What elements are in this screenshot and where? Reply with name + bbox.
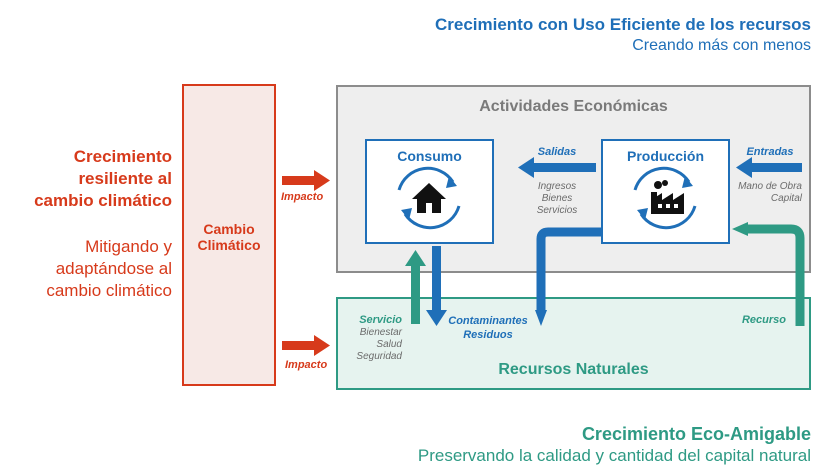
resilient-title-line: resiliente al: [78, 169, 172, 188]
service-label: Servicio: [359, 314, 402, 326]
resilient-title-line: Crecimiento: [73, 147, 172, 166]
pollutants-line: Contaminantes: [448, 315, 528, 327]
inputs-item: Capital: [770, 193, 802, 204]
pollutants-line: Residuos: [463, 329, 513, 341]
natural-resources-title: Recursos Naturales: [498, 361, 649, 378]
service-item: Bienestar: [359, 327, 402, 338]
factory-icon: [651, 180, 684, 214]
outputs-label: Salidas: [537, 146, 577, 158]
impact-arrow-bottom: [282, 335, 330, 356]
outputs-arrow: [518, 157, 596, 178]
production-waste-arrow: [535, 227, 601, 326]
pollutants-label: Contaminantes Residuos: [438, 314, 538, 342]
outputs-items: Ingresos Bienes Servicios: [525, 181, 589, 217]
inputs-label: Entradas: [746, 146, 794, 158]
resilient-title-line: cambio climático: [34, 191, 172, 210]
outputs-item: Bienes: [541, 193, 573, 204]
production-title: Producción: [626, 148, 704, 164]
impact-label-top: Impacto: [281, 191, 324, 203]
consumption-title: Consumo: [397, 148, 462, 164]
efficient-growth-subtitle: Creando más con menos: [632, 37, 811, 54]
impact-label-bottom: Impacto: [285, 359, 328, 371]
resilient-subtitle-line: Mitigando y: [85, 237, 172, 256]
inputs-arrow: [736, 157, 802, 178]
resource-arrow: [732, 222, 805, 326]
inputs-item: Mano de Obra: [738, 181, 802, 192]
efficient-growth-title: Crecimiento con Uso Eficiente de los rec…: [434, 15, 811, 34]
house-icon: [412, 183, 446, 213]
resource-label: Recurso: [741, 314, 786, 326]
outputs-item: Servicios: [536, 205, 578, 216]
resilient-growth-title: Crecimiento resiliente al cambio climáti…: [0, 146, 172, 212]
eco-friendly-growth-title: Crecimiento Eco-Amigable: [581, 424, 811, 444]
eco-friendly-growth-subtitle: Preservando la calidad y cantidad del ca…: [417, 446, 811, 465]
service-item: Seguridad: [356, 351, 402, 362]
climate-label-line: Climático: [197, 237, 261, 253]
outputs-item: Ingresos: [537, 181, 577, 192]
consumption-waste-arrow: [426, 246, 447, 326]
service-item: Salud: [376, 339, 402, 350]
production-cycle-icon: [633, 166, 697, 230]
resilient-subtitle-line: cambio climático: [46, 281, 172, 300]
economic-activities-title: Actividades Económicas: [479, 98, 668, 115]
impact-arrow-top: [282, 170, 330, 191]
climate-label-line: Cambio: [203, 221, 255, 237]
service-arrow: [405, 250, 426, 324]
inputs-items: Mano de Obra Capital: [720, 181, 802, 205]
consumption-cycle-icon: [397, 166, 461, 230]
climate-change-box: [182, 84, 276, 386]
climate-change-label: Cambio Climático: [182, 221, 276, 253]
resilient-growth-subtitle: Mitigando y adaptándose al cambio climát…: [0, 236, 172, 302]
service-items: Bienestar Salud Seguridad: [340, 327, 402, 363]
resilient-subtitle-line: adaptándose al: [55, 259, 172, 278]
